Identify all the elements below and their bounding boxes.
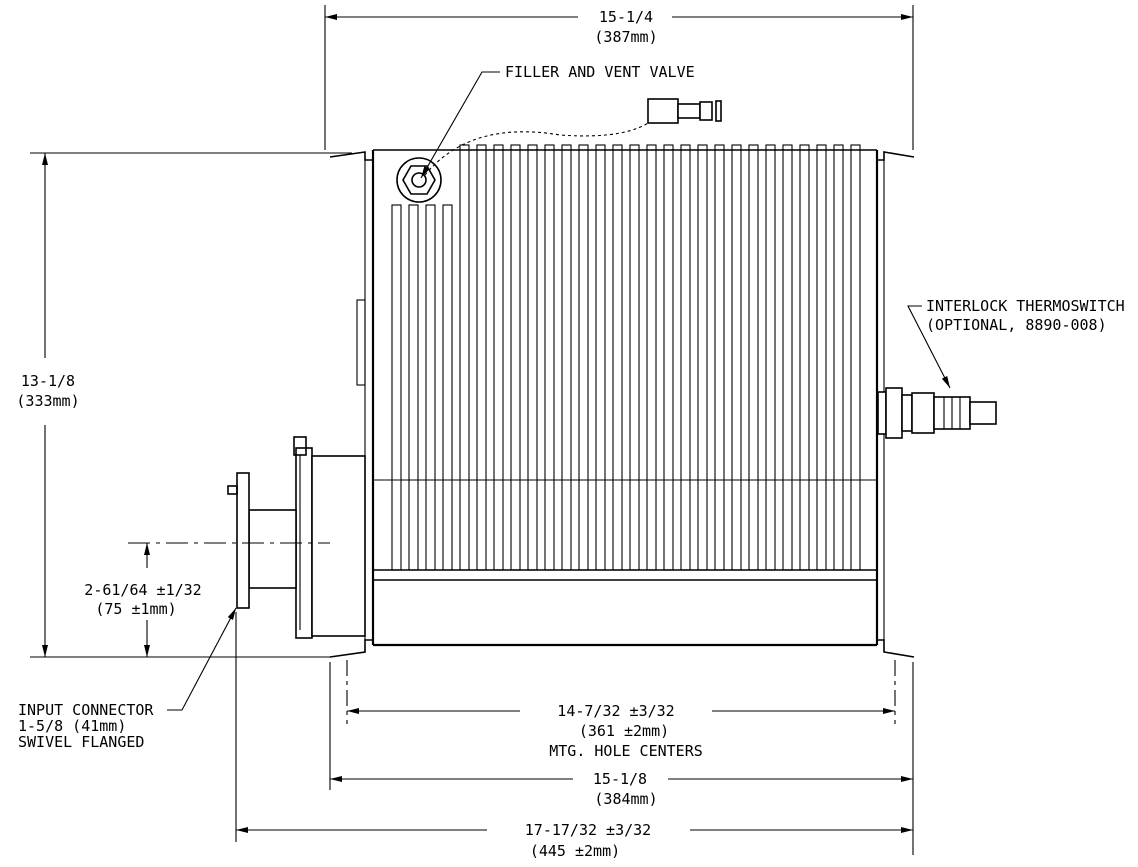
cooling-fin — [510, 144, 521, 571]
thermoswitch-label-1: INTERLOCK THERMOSWITCH — [926, 297, 1125, 315]
dimension-lines — [30, 5, 914, 855]
height-imperial: 13-1/8 — [21, 372, 75, 390]
cooling-fin — [476, 144, 487, 571]
cooling-fin — [663, 144, 674, 571]
cooling-fin — [731, 144, 742, 571]
callout-leaders — [167, 71, 951, 711]
cooling-fin — [544, 144, 555, 571]
cooling-fin — [782, 144, 793, 571]
cooling-fins — [459, 144, 861, 571]
connector-center-metric: (75 ±1mm) — [95, 600, 176, 618]
mounting-holes-metric: (361 ±2mm) — [579, 722, 669, 740]
input-connector — [227, 436, 366, 639]
overall-length-metric: (445 ±2mm) — [530, 842, 620, 860]
filler-valve-label: FILLER AND VENT VALVE — [505, 63, 695, 81]
base-width-imperial: 15-1/8 — [593, 770, 647, 788]
mounting-holes-note: MTG. HOLE CENTERS — [549, 742, 703, 760]
cooling-fin — [833, 144, 844, 571]
cooling-fin — [680, 144, 691, 571]
thermoswitch-label-2: (OPTIONAL, 8890-008) — [926, 316, 1107, 334]
cooling-fin — [816, 144, 827, 571]
cooling-fin — [850, 144, 861, 571]
overall-length-imperial: 17-17/32 ±3/32 — [525, 821, 651, 839]
connector-center-imperial: 2-61/64 ±1/32 — [84, 581, 201, 599]
cooling-fin — [748, 144, 759, 571]
cooling-fin — [765, 144, 776, 571]
cooling-fin — [578, 144, 589, 571]
cooling-fin — [697, 144, 708, 571]
top-width-imperial: 15-1/4 — [599, 8, 653, 26]
input-connector-label-3: SWIVEL FLANGED — [18, 733, 144, 751]
top-width-metric: (387mm) — [594, 28, 657, 46]
cooling-fin — [612, 144, 623, 571]
filler-vent-valve — [396, 98, 722, 203]
cooling-fin — [595, 144, 606, 571]
height-metric: (333mm) — [16, 392, 79, 410]
cooling-fin — [527, 144, 538, 571]
input-connector-label-1: INPUT CONNECTOR — [18, 701, 154, 719]
base-width-metric: (384mm) — [594, 790, 657, 808]
cooling-fin — [629, 144, 640, 571]
mounting-holes-imperial: 14-7/32 ±3/32 — [557, 702, 674, 720]
cooling-fin — [459, 144, 470, 571]
load-body — [329, 149, 915, 658]
input-connector-label-2: 1-5/8 (41mm) — [18, 717, 126, 735]
cooling-fin — [646, 144, 657, 571]
interlock-thermoswitch — [877, 387, 997, 439]
cooling-fin — [493, 144, 504, 571]
cooling-fin — [561, 144, 572, 571]
short-fins — [391, 204, 453, 571]
cooling-fin — [799, 144, 810, 571]
cooling-fin — [714, 144, 725, 571]
